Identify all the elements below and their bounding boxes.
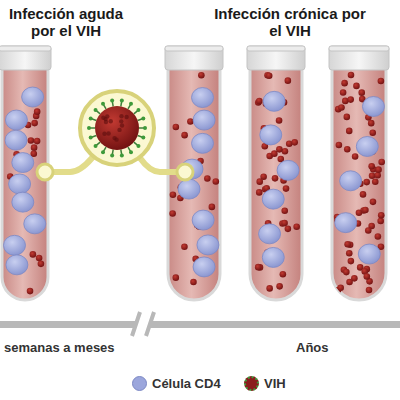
legend-text: VIH: [264, 376, 286, 391]
virus-magnifier: [37, 91, 193, 180]
phase-heading: Infección aguda por el VIH: [2, 5, 130, 39]
legend-text: Célula CD4: [152, 376, 221, 391]
test-tube: [247, 46, 305, 300]
legend-swatch: [132, 376, 147, 391]
timeline-bar: [0, 312, 400, 337]
time-label: semanas a meses: [4, 340, 115, 355]
legend-swatch: [244, 376, 259, 391]
phase-heading: Infección crónica por el VIH: [212, 5, 368, 39]
legend-entry: VIH: [244, 376, 286, 391]
test-tubes: [0, 46, 389, 300]
time-label: Años: [296, 340, 329, 355]
test-tube: [329, 46, 389, 300]
legend-entry: Célula CD4: [132, 376, 221, 391]
